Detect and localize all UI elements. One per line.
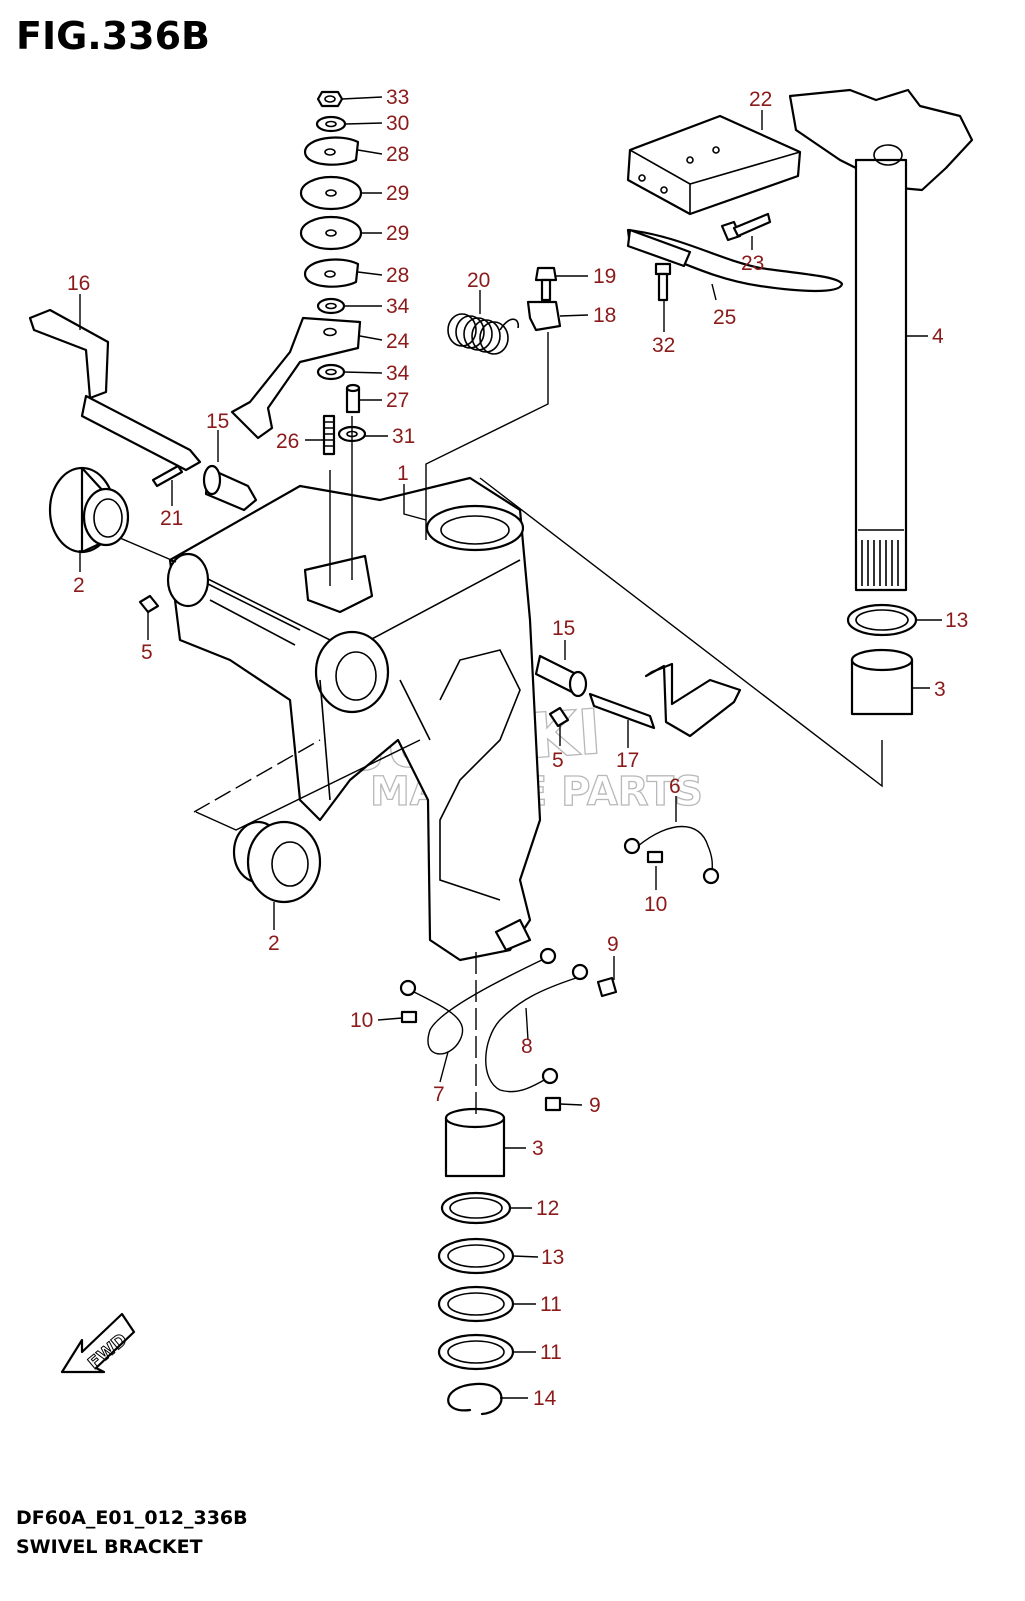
callout-28: 28	[386, 143, 409, 166]
part-5-grease-nipple-2	[548, 706, 570, 728]
callout-34: 34	[386, 295, 410, 318]
callout-11-b: 11	[540, 1341, 562, 1364]
callout-14: 14	[533, 1387, 557, 1410]
callout-13-b: 13	[541, 1246, 564, 1269]
part-1-swivel-bracket	[166, 476, 542, 962]
callout-5-b: 5	[552, 749, 564, 772]
part-9-bolt-2	[544, 1096, 562, 1112]
callout-9-b: 9	[589, 1094, 601, 1117]
part-8-ground-cable	[485, 963, 589, 1093]
callout-22: 22	[749, 88, 772, 111]
figure-name: SWIVEL BRACKET	[16, 1536, 203, 1558]
callout-10: 10	[644, 893, 667, 916]
callout-2: 2	[73, 574, 85, 597]
callout-16: 16	[67, 272, 90, 295]
part-12-washer	[440, 1191, 512, 1225]
callout-leaders	[79, 96, 942, 1399]
part-9-bolt	[596, 976, 618, 998]
part-15-bushing-2	[534, 654, 588, 698]
part-25-plate	[626, 228, 844, 293]
fwd-arrow: FWD	[60, 1312, 136, 1374]
callout-29: 29	[386, 182, 409, 205]
part-20-spring	[447, 313, 520, 355]
part-14-circlip	[447, 1382, 503, 1416]
callout-20: 20	[467, 269, 490, 292]
part-21-pin	[151, 464, 184, 488]
part-34-washer-2	[316, 363, 346, 381]
callout-24: 24	[386, 330, 410, 353]
assembly-lines	[119, 332, 883, 1116]
callout-3: 3	[934, 678, 946, 701]
part-13-washer	[846, 603, 918, 637]
callout-3-b: 3	[532, 1137, 544, 1160]
part-24-lever	[230, 316, 362, 440]
part-2-cap	[48, 466, 130, 554]
part-30-washer	[315, 115, 347, 133]
part-17-lever	[588, 662, 742, 738]
callout-9: 9	[607, 933, 619, 956]
figure-code: DF60A_E01_012_336B	[16, 1507, 248, 1529]
part-10-bolt-2	[400, 1010, 418, 1024]
part-15-bushing	[202, 464, 258, 512]
part-3-bushing	[850, 648, 914, 716]
callout-26: 26	[276, 430, 299, 453]
callout-8: 8	[521, 1035, 533, 1058]
callout-6: 6	[669, 775, 681, 798]
part-5-grease-nipple	[138, 594, 160, 614]
callout-33: 33	[386, 86, 409, 109]
callout-13: 13	[945, 609, 968, 632]
part-7-ground-cable	[399, 947, 557, 1055]
callout-2-b: 2	[268, 932, 280, 955]
part-11-washer	[437, 1285, 515, 1323]
part-28-tab-washer-2	[303, 258, 360, 288]
callout-17: 17	[616, 749, 639, 772]
callout-15: 15	[206, 410, 229, 433]
part-23-bolt	[720, 212, 772, 242]
part-19-bolt	[534, 266, 558, 302]
part-33-nut	[316, 90, 344, 108]
callout-28-b: 28	[386, 264, 409, 287]
part-2-cap-2	[232, 820, 322, 904]
callout-5: 5	[141, 641, 153, 664]
callout-34-b: 34	[386, 362, 410, 385]
part-27-pin	[345, 383, 361, 414]
part-26-stud	[322, 414, 336, 456]
callout-21: 21	[160, 507, 183, 530]
callout-4: 4	[932, 325, 944, 348]
callout-1: 1	[397, 462, 409, 485]
part-18-clip	[526, 300, 562, 332]
part-16-tilt-lever	[28, 308, 202, 472]
callout-labels: 33 30 28 29 29 28 34 24 34 27 26 31 16 1…	[67, 86, 968, 1410]
part-22-cover	[626, 114, 802, 216]
callout-12: 12	[536, 1197, 559, 1220]
part-11-washer-2	[437, 1333, 515, 1371]
part-29-plate-2	[299, 215, 363, 251]
part-29-plate	[299, 175, 363, 211]
callout-15-b: 15	[552, 617, 575, 640]
callout-7: 7	[433, 1083, 445, 1106]
callout-32: 32	[652, 334, 675, 357]
callout-19: 19	[593, 265, 616, 288]
callout-25: 25	[713, 306, 736, 329]
part-34-washer	[316, 297, 346, 315]
part-6-ground-cable	[623, 825, 720, 885]
part-3-bushing-2	[444, 1107, 506, 1178]
part-10-bolt	[646, 850, 664, 864]
part-13-washer-2	[437, 1237, 515, 1275]
figure-title: FIG.336B	[16, 14, 211, 58]
callout-18: 18	[593, 304, 616, 327]
callout-29-b: 29	[386, 222, 409, 245]
callout-30: 30	[386, 112, 409, 135]
part-4-steering-shaft	[788, 88, 974, 592]
callout-27: 27	[386, 389, 409, 412]
callout-10-b: 10	[350, 1009, 373, 1032]
callout-11: 11	[540, 1293, 562, 1316]
callout-23: 23	[741, 252, 764, 275]
part-32-bolt	[654, 262, 672, 302]
part-28-tab-washer	[303, 136, 360, 166]
callout-31: 31	[392, 425, 415, 448]
